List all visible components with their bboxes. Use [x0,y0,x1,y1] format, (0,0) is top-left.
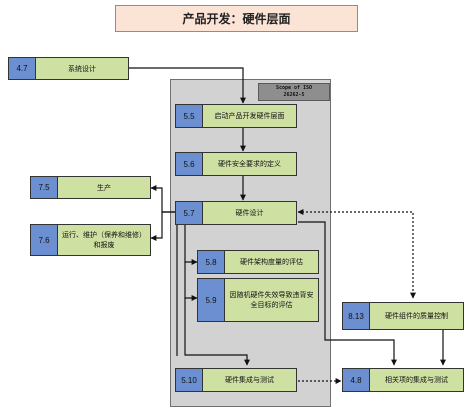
edge-5-7-to-7-6 [150,211,175,241]
node-5-6-label: 硬件安全要求的定义 [218,160,281,168]
node-5-9: 5.9 因随机硬件失效导致违背安全目标的评估 [197,278,319,322]
node-5-9-label: 因随机硬件失效导致违背安全目标的评估 [229,291,314,309]
node-5-8: 5.8 硬件架构度量的评估 [197,250,319,274]
edge-5-7-to-5-9 [184,262,198,301]
node-5-6-number: 5.6 [176,153,203,175]
edge-5-7-to-5-8 [184,224,198,265]
edge-5-9-to-5-10 [184,298,250,366]
node-4-8: 4.8 相关项的集成与测试 [342,368,464,392]
node-5-9-number: 5.9 [198,279,225,321]
node-7-5-number: 7.5 [31,177,58,198]
node-5-8-label: 硬件架构度量的评估 [240,258,303,266]
node-5-10-number: 5.10 [176,369,203,391]
edge-5-7-to-7-5 [150,185,175,213]
node-8-13: 8.13 硬件组件的质量控制 [342,302,464,330]
node-4-7-label: 系统设计 [68,64,96,73]
edge-5-7-to-4-8 [298,221,397,366]
node-4-8-label: 相关项的集成与测试 [385,376,448,384]
node-7-5: 7.5 生产 [30,176,151,199]
node-5-5: 5.5 启动产品开发硬件层面 [175,104,297,128]
diagram-title: 产品开发：硬件层面 [115,5,358,32]
node-7-6-label: 运行、维护（保养和维修）和报废 [62,231,146,249]
node-7-6-number: 7.6 [31,225,58,255]
scope-label: Scope of ISO 26262-5 [258,83,330,101]
node-8-13-label: 硬件组件的质量控制 [385,312,448,320]
node-5-5-number: 5.5 [176,105,203,127]
node-5-5-label: 启动产品开发硬件层面 [214,112,285,120]
node-4-8-number: 4.8 [343,369,370,391]
node-4-7: 4.7 系统设计 [8,57,129,80]
node-5-7: 5.7 硬件设计 [175,201,297,225]
edge-4-7-to-5-5 [128,67,246,104]
scope-label-line1: Scope of ISO [275,85,313,91]
node-5-7-label: 硬件设计 [235,209,264,217]
node-7-6: 7.6 运行、维护（保养和维修）和报废 [30,224,151,256]
node-5-10: 5.10 硬件集成与测试 [175,368,297,392]
node-5-10-label: 硬件集成与测试 [225,376,274,384]
node-5-6: 5.6 硬件安全要求的定义 [175,152,297,176]
scope-label-line2: 26262-5 [283,92,305,98]
edge-5-7-to-8-13 [297,209,416,299]
node-8-13-number: 8.13 [343,303,370,329]
node-7-5-label: 生产 [97,183,111,192]
node-5-7-number: 5.7 [176,202,203,224]
node-4-7-number: 4.7 [9,58,36,79]
node-5-8-number: 5.8 [198,251,225,273]
